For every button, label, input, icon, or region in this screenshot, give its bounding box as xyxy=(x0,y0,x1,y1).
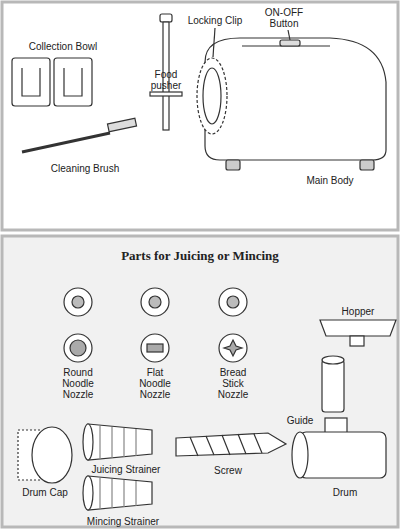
brush-handle xyxy=(22,133,110,152)
part-label: Main Body xyxy=(300,175,360,186)
nozzle-hole xyxy=(72,296,84,308)
part-label: Collection Bowl xyxy=(23,41,103,52)
foot xyxy=(226,160,240,170)
leader-line xyxy=(288,30,290,40)
nozzle xyxy=(219,288,247,316)
part-label: Food pusher xyxy=(146,69,186,91)
part-label: Drum Cap xyxy=(15,487,75,498)
on-off-button xyxy=(280,40,300,46)
screw xyxy=(176,433,286,456)
nozzle-hole xyxy=(227,296,239,308)
pusher-handle xyxy=(160,14,172,22)
part-label: Round Noodle Nozzle xyxy=(56,367,100,400)
collection-bowl xyxy=(54,58,92,106)
drum-opening xyxy=(292,432,308,478)
collection-bowl xyxy=(12,58,50,106)
part-label: Guide xyxy=(280,415,320,426)
bread-stick-nozzle xyxy=(219,334,247,362)
top-panel xyxy=(2,2,398,230)
guide xyxy=(322,360,344,412)
part-label: Screw xyxy=(208,465,248,476)
brush-bristles xyxy=(107,118,136,132)
hopper-stem xyxy=(350,336,364,346)
pusher-flange xyxy=(150,92,182,96)
part-label: Locking Clip xyxy=(180,15,250,26)
nozzle-hole xyxy=(149,296,161,308)
mincing-strainer xyxy=(88,476,152,510)
part-label: Juicing Strainer xyxy=(86,464,166,475)
drum-cap xyxy=(32,427,72,483)
bottom-panel xyxy=(2,236,398,527)
leader-line xyxy=(213,28,215,57)
hopper xyxy=(320,320,396,336)
bowl-spout xyxy=(22,68,40,96)
screw-thread xyxy=(190,434,262,456)
locking-clip-inner xyxy=(203,68,221,124)
strainer-mesh xyxy=(100,426,136,459)
juicing-strainer xyxy=(88,424,152,460)
strainer-rim xyxy=(83,424,93,460)
nozzle-face xyxy=(70,340,86,356)
drum xyxy=(300,432,386,478)
guide-top xyxy=(322,356,344,364)
part-label: Flat Noodle Nozzle xyxy=(133,367,177,400)
nozzle xyxy=(141,288,169,316)
main-body xyxy=(205,38,386,160)
section-title: Parts for Juicing or Mincing xyxy=(121,248,279,264)
bowl-spout xyxy=(64,68,82,96)
round-noodle-nozzle xyxy=(64,334,92,362)
part-label: Cleaning Brush xyxy=(40,163,130,174)
locking-clip xyxy=(197,58,227,134)
flat-noodle-nozzle xyxy=(141,334,169,362)
foot xyxy=(360,160,374,170)
nozzle-face xyxy=(224,340,242,356)
part-label: Hopper xyxy=(333,306,383,317)
strainer-mesh xyxy=(100,478,136,509)
part-label: Mincing Strainer xyxy=(83,516,163,527)
part-label: Drum xyxy=(325,487,365,498)
strainer-rim xyxy=(83,476,93,510)
nozzle xyxy=(64,288,92,316)
part-label: ON-OFF Button xyxy=(259,7,309,29)
part-label: Bread Stick Nozzle xyxy=(211,367,255,400)
nozzle-face xyxy=(147,344,163,352)
